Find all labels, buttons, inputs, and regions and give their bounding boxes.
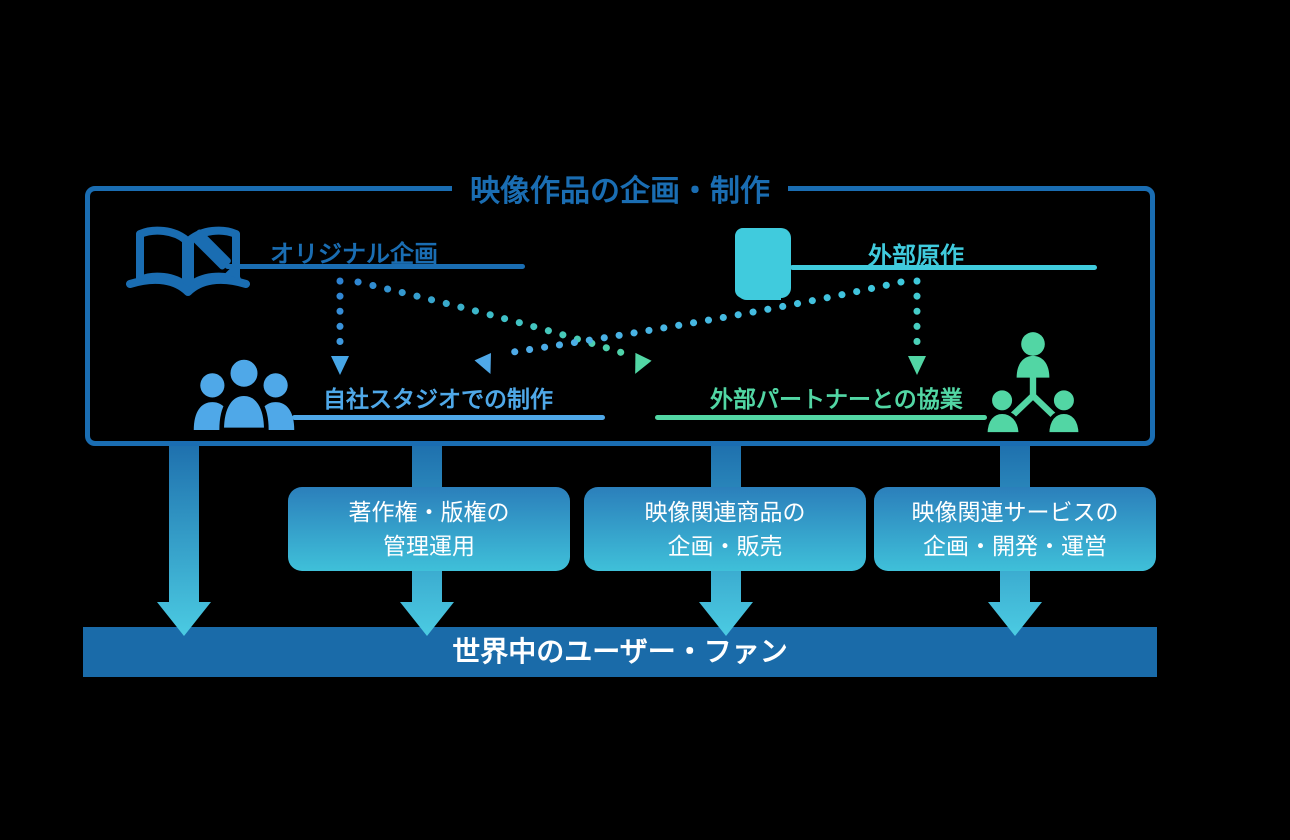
business-box-services: 映像関連サービスの 企画・開発・運営 xyxy=(874,487,1156,571)
business-box-copyright: 著作権・版権の 管理運用 xyxy=(288,487,570,571)
people-network-icon xyxy=(983,330,1083,443)
business-box-line: 企画・開発・運営 xyxy=(923,533,1107,559)
label-external-partner: 外部パートナーとの協業 xyxy=(710,386,963,412)
production-box-title: 映像作品の企画・制作 xyxy=(452,174,788,210)
underline-original-plan xyxy=(225,264,525,269)
business-box-line: 管理運用 xyxy=(383,533,475,559)
underline-own-studio xyxy=(292,415,605,420)
book-pencil-icon xyxy=(118,218,258,313)
thick-arrow-1 xyxy=(157,442,211,636)
business-box-line: 映像関連商品の xyxy=(644,499,806,525)
book-icon xyxy=(727,226,799,309)
business-box-line: 著作権・版権の xyxy=(348,499,510,525)
label-original-plan: オリジナル企画 xyxy=(270,241,438,268)
business-box-products: 映像関連商品の 企画・販売 xyxy=(584,487,866,571)
label-own-studio: 自社スタジオでの制作 xyxy=(323,386,553,412)
underline-external-partner xyxy=(655,415,987,420)
business-box-line: 企画・販売 xyxy=(667,533,783,559)
audience-bar-label: 世界中のユーザー・ファン xyxy=(452,636,788,667)
underline-external-source xyxy=(790,265,1097,270)
people-group-icon xyxy=(188,350,300,435)
business-box-line: 映像関連サービスの xyxy=(911,499,1119,525)
audience-bar: 世界中のユーザー・ファン xyxy=(83,627,1157,677)
